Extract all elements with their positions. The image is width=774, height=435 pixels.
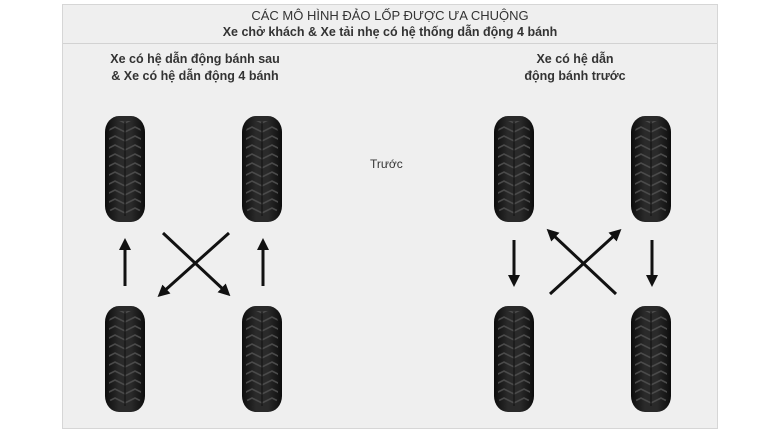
tire-left-front-left: [104, 115, 146, 223]
tire-right-rear-left: [493, 305, 535, 413]
front-label: Trước: [370, 157, 403, 171]
tire-left-rear-right: [241, 305, 283, 413]
diagram-title: CÁC MÔ HÌNH ĐẢO LỐP ĐƯỢC ƯA CHUỘNG: [251, 8, 529, 23]
right-pattern-label: Xe có hệ dẫn động bánh trước: [510, 51, 640, 85]
left-pattern-label: Xe có hệ dẫn động bánh sau & Xe có hệ dẫ…: [100, 51, 290, 85]
header: CÁC MÔ HÌNH ĐẢO LỐP ĐƯỢC ƯA CHUỘNG Xe ch…: [63, 5, 717, 44]
left-label-line1: Xe có hệ dẫn động bánh sau: [110, 52, 280, 66]
arrow-right-cross-2: [548, 228, 622, 296]
tire-left-rear-left: [104, 305, 146, 413]
tire-right-front-right: [630, 115, 672, 223]
arrow-left-cross-2: [157, 231, 231, 298]
left-label-line2: & Xe có hệ dẫn động 4 bánh: [111, 69, 279, 83]
diagram-subtitle: Xe chở khách & Xe tải nhẹ có hệ thống dẫ…: [222, 25, 558, 39]
tire-left-front-right: [241, 115, 283, 223]
tire-right-rear-right: [630, 305, 672, 413]
tire-right-front-left: [493, 115, 535, 223]
right-label-line1: Xe có hệ dẫn: [536, 52, 614, 66]
right-label-line2: động bánh trước: [524, 69, 626, 83]
diagram-panel: CÁC MÔ HÌNH ĐẢO LỐP ĐƯỢC ƯA CHUỘNG Xe ch…: [62, 4, 718, 429]
